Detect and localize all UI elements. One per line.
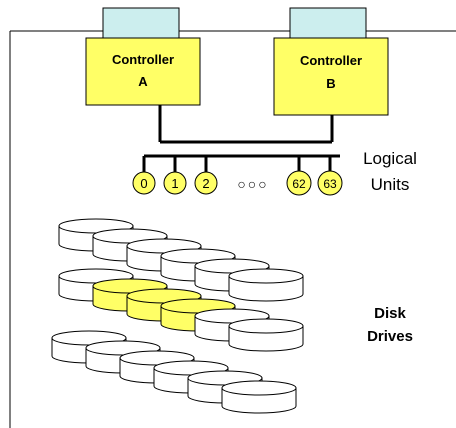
controller-a-letter: A [138,74,148,89]
disk-drive [228,318,304,352]
controller-a-title: Controller [112,52,174,67]
disk-drive [228,268,304,302]
disk-top [228,318,304,334]
lun-63-label: 63 [323,177,337,191]
controller-b-title: Controller [300,53,362,68]
disk-drive [221,380,297,414]
controller-a-box [85,37,201,106]
lun-62-label: 62 [292,177,306,191]
lun-0-label: 0 [140,176,147,191]
controller-b: Controller B [273,7,389,116]
lun-1-label: 1 [171,176,178,191]
lun-0: 0 [132,171,156,195]
disk-drives [51,218,304,414]
disk-top [228,268,304,284]
controller-b-letter: B [326,76,335,91]
lun-2: 2 [194,171,218,195]
logical-units: 0 1 2 ○○○ 62 63 Logical Units [132,149,417,196]
controller-a-port [102,7,180,39]
lun-63: 63 [317,170,343,196]
logical-units-label-line2: Units [371,175,410,194]
controller-b-box [273,37,389,116]
controller-b-port [289,7,367,39]
lun-ellipsis: ○○○ [237,176,268,192]
lun-1: 1 [163,171,187,195]
disk-top [221,380,297,396]
disk-drives-label-line1: Disk [374,305,406,322]
logical-units-label-line1: Logical [363,149,417,168]
controller-a: Controller A [85,7,201,106]
disk-drives-label-line2: Drives [367,328,413,345]
lun-2-label: 2 [202,176,209,191]
lun-62: 62 [286,170,312,196]
bus-wiring [142,105,340,172]
